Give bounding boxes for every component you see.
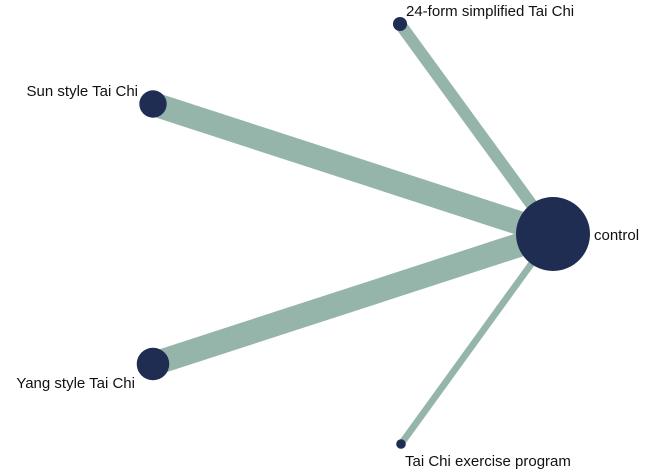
node-sun <box>139 90 167 118</box>
node-yang <box>136 347 170 381</box>
edge-control-form24 <box>395 20 558 238</box>
node-label-sun: Sun style Tai Chi <box>27 83 138 100</box>
node-label-control: control <box>594 227 639 244</box>
edge-control-exercise <box>398 232 556 446</box>
edge-control-yang <box>149 222 557 376</box>
node-control <box>516 197 590 271</box>
node-form24 <box>392 16 408 32</box>
node-label-yang: Yang style Tai Chi <box>16 375 135 392</box>
edges-layer <box>149 20 558 446</box>
node-exercise <box>396 439 406 449</box>
node-label-exercise: Tai Chi exercise program <box>405 453 571 470</box>
node-label-form24: 24-form simplified Tai Chi <box>406 3 574 20</box>
edge-control-sun <box>149 92 557 246</box>
nodes-layer <box>136 16 590 449</box>
